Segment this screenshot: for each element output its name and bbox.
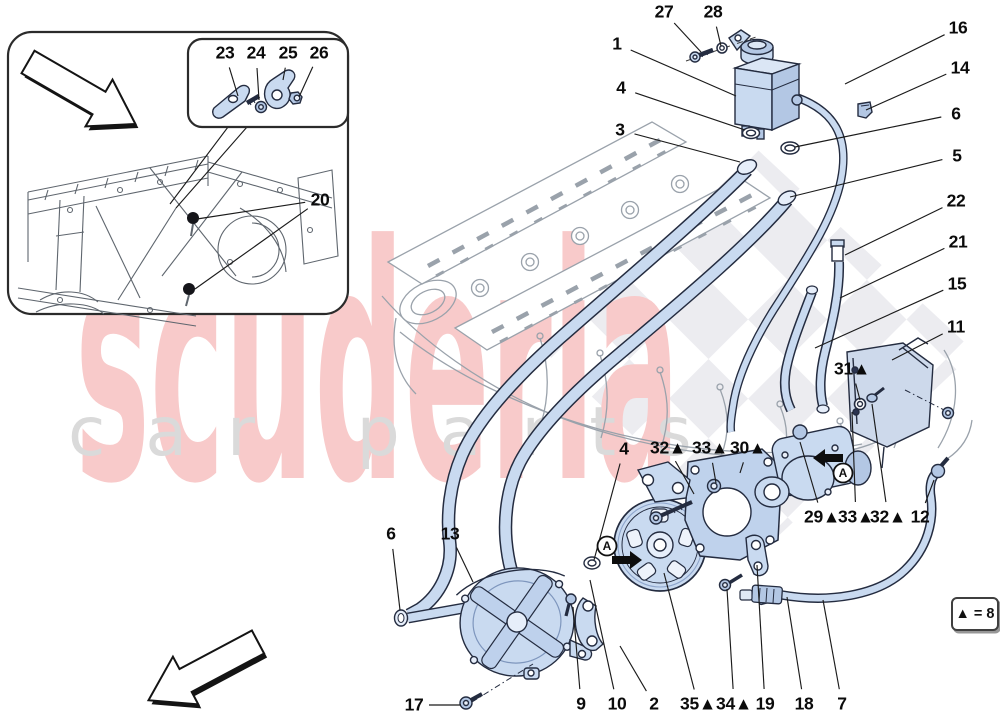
callout-25: 25 — [278, 42, 298, 63]
mount-bracket-30 — [684, 448, 783, 561]
screw-32 — [649, 500, 693, 525]
bolt-34 — [718, 573, 743, 592]
hose-15 — [779, 285, 819, 413]
highlighted-parts — [393, 29, 955, 710]
callout-19: 19 — [755, 693, 775, 714]
pressure-hose-7 — [739, 456, 950, 605]
legend-text: ▲ = 8 — [955, 606, 995, 622]
callout-22: 22 — [946, 190, 966, 211]
callout-23: 23 — [215, 42, 235, 63]
svg-text:A: A — [603, 539, 612, 553]
chassis-frame-sketch — [17, 155, 339, 327]
callout-11: 11 — [947, 316, 965, 337]
callout-21: 21 — [948, 231, 968, 252]
callout-14: 14 — [950, 57, 970, 78]
callout-35: 35▲ — [680, 693, 716, 714]
callout-17: 17 — [404, 694, 424, 715]
hose-21 — [815, 261, 845, 414]
bolt-9 — [564, 593, 577, 617]
bracket-parts-inset — [169, 37, 350, 209]
auxiliary-pump-body — [455, 567, 575, 677]
callout-34: 34▲ — [716, 693, 752, 714]
callout-9: 9 — [576, 693, 586, 714]
callout-33a: 33▲ — [692, 437, 728, 458]
inset-direction-arrow — [20, 49, 139, 131]
hose-3 — [405, 159, 758, 621]
view-marker-pump: A — [813, 449, 854, 484]
fluid-reservoir — [728, 29, 803, 140]
clip-14 — [857, 101, 873, 119]
callout-28: 28 — [703, 1, 723, 22]
callout-1: 1 — [612, 33, 622, 54]
callout-13: 13 — [440, 523, 460, 544]
callout-4a: 4 — [616, 77, 626, 98]
callout-32a: 32▲ — [650, 437, 686, 458]
bolt-27 — [685, 36, 757, 63]
bottom-direction-arrow — [146, 629, 268, 709]
callout-31: 31▲ — [834, 358, 870, 379]
heat-shield — [846, 337, 955, 469]
union-fitting-22 — [830, 239, 845, 262]
callout-4b: 4 — [619, 438, 629, 459]
clamp-part-25 — [263, 69, 296, 110]
hose-5 — [498, 190, 797, 594]
callout-32b: 32▲ — [870, 506, 906, 527]
frame-grommets — [183, 212, 199, 295]
view-marker-pulley: A — [596, 535, 642, 569]
callout-16: 16 — [948, 17, 968, 38]
bolt-32b — [866, 386, 885, 403]
callout-7: 7 — [837, 693, 847, 714]
callout-27: 27 — [654, 1, 674, 22]
legend-box: ▲ = 8 — [951, 597, 999, 631]
callout-2: 2 — [649, 693, 659, 714]
callout-29: 29▲ — [804, 506, 840, 527]
callout-5: 5 — [952, 145, 962, 166]
callout-12: 12 — [910, 506, 930, 527]
callout-26: 26 — [309, 42, 329, 63]
callout-33b: 33▲ — [838, 506, 874, 527]
hose-16 — [726, 89, 848, 433]
callout-30: 30▲ — [730, 437, 766, 458]
callout-10: 10 — [607, 693, 627, 714]
svg-text:A: A — [839, 466, 848, 480]
callout-15: 15 — [947, 273, 967, 294]
callout-6a: 6 — [951, 103, 961, 124]
engine-sketch — [381, 121, 973, 461]
callout-24: 24 — [246, 42, 266, 63]
callout-20: 20 — [310, 189, 330, 210]
watermark-tagline-text: car parts — [68, 393, 732, 472]
bolt-17 — [459, 663, 534, 710]
screw-part-24 — [245, 94, 268, 114]
callout-3: 3 — [615, 119, 625, 140]
callout-18: 18 — [794, 693, 814, 714]
callout-6b: 6 — [386, 523, 396, 544]
